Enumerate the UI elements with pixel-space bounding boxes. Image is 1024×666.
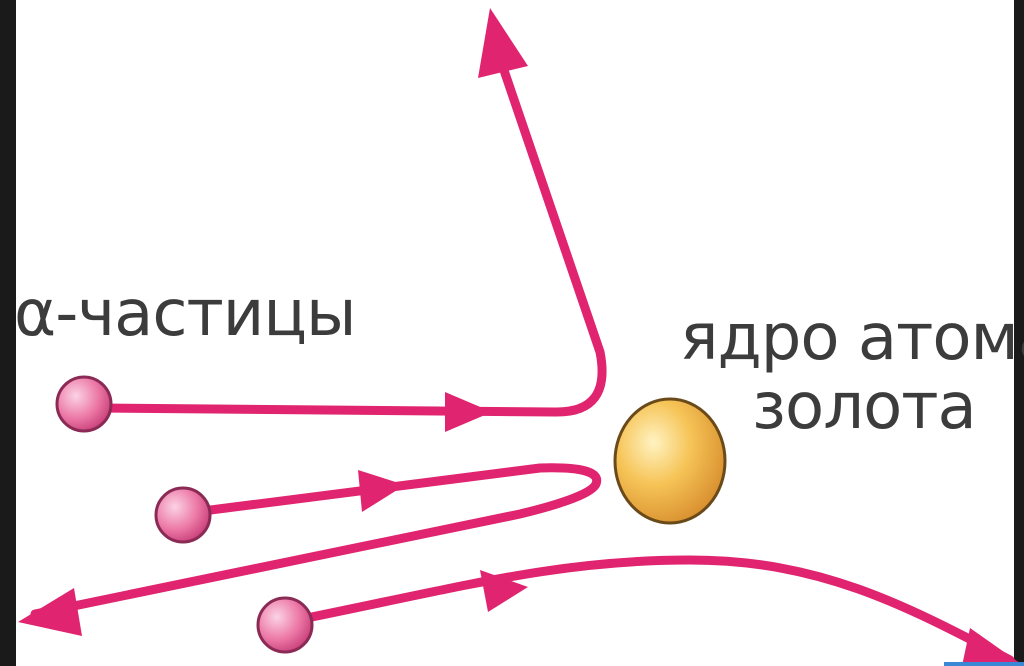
arrow-right-icon (445, 392, 492, 432)
arrow-left-icon (18, 588, 82, 636)
gold-nucleus-label-line2: золота (752, 370, 977, 444)
trajectory-deflected-down (292, 555, 1015, 665)
image-frame-left (0, 0, 16, 666)
gold-nucleus-icon (613, 397, 727, 525)
arrow-right-icon (480, 570, 528, 612)
alpha-particle-icon (55, 375, 113, 433)
arrow-up-icon (478, 8, 528, 78)
corner-mark (944, 662, 1024, 666)
alpha-particle-icon (256, 596, 314, 654)
trajectory-backscatter-up (91, 33, 607, 417)
arrow-right-icon (358, 470, 405, 512)
trajectory-backscatter-left (30, 463, 602, 619)
image-frame-right (1014, 0, 1024, 666)
arrow-down-right-icon (962, 628, 1024, 666)
alpha-particle-icon (154, 486, 212, 544)
alpha-particles-label: α-частицы (14, 277, 356, 351)
gold-nucleus-label-line1: ядро атома (680, 301, 1024, 375)
